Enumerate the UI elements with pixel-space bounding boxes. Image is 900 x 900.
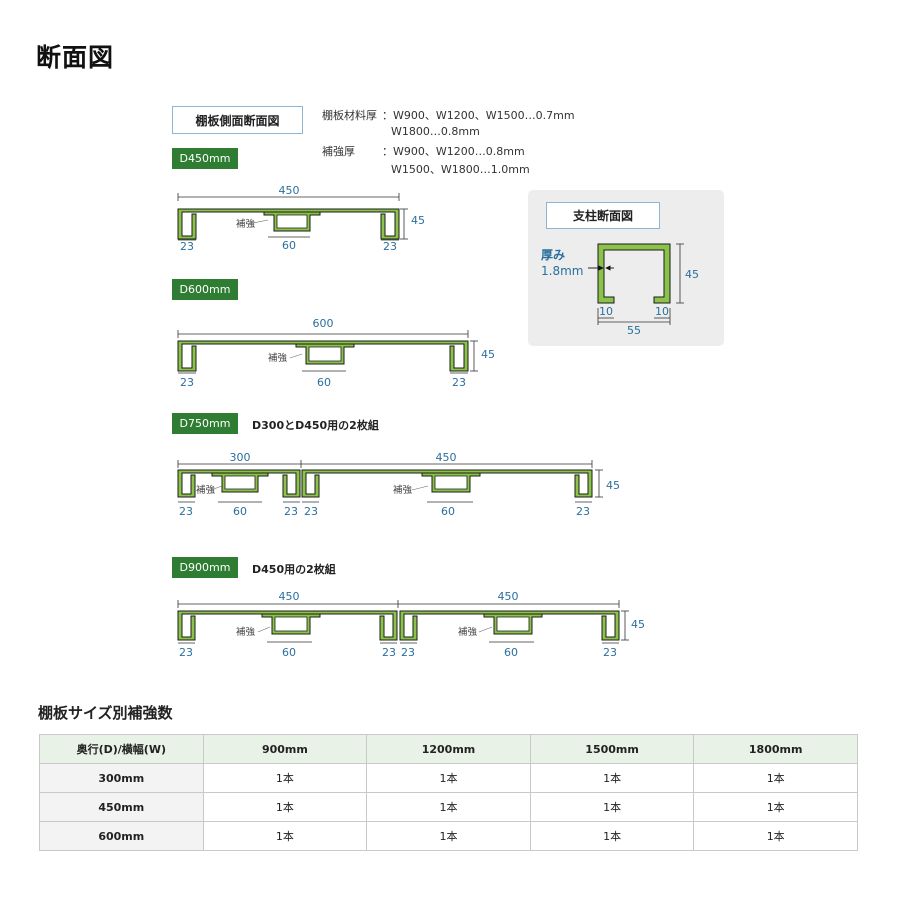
table-row: 600mm 1本 1本 1本 1本 [39,821,858,851]
dim-width-b-d900: 450 [498,590,519,603]
shelf-profile-d600 [177,340,469,372]
table-row: 300mm 1本 1本 1本 1本 [39,763,858,793]
dim-width-d600: 600 [313,317,334,330]
shelf-profile-d750-a [177,469,301,498]
dim-rib-left-d450: 23 [180,240,194,253]
table-header-row: 奥行(D)/横幅(W) 900mm 1200mm 1500mm 1800mm [39,734,858,764]
dim-reinforce-a-d750: 60 [233,505,247,518]
material-thickness-line-2: W1800…0.8mm [391,125,480,138]
post-thickness-value: 1.8mm [541,264,583,278]
dim-width-b-d750: 450 [436,451,457,464]
dim-rib-4-d750: 23 [576,505,590,518]
dim-rib-2-d750: 23 [284,505,298,518]
table-header-cell: 1500mm [529,734,695,764]
profile-d600: 600 45 23 23 60 補強 [177,317,495,389]
row-header: 450mm [39,792,204,822]
shelf-profile-d900-a [177,610,398,641]
dim-rib-right-d450: 23 [383,240,397,253]
table-cell: 1本 [202,792,368,822]
tag-d750: D750mm [172,413,238,434]
dim-width-a-d750: 300 [230,451,251,464]
dim-reinforce-b-d750: 60 [441,505,455,518]
table-header-cell: 1800mm [693,734,858,764]
note-d900: D450用の2枚組 [252,563,336,576]
dim-height-d900: 45 [631,618,645,631]
material-thickness-line-1: ：W900、W1200、W1500…0.7mm [382,109,575,122]
dim-rib-left-d600: 23 [180,376,194,389]
table-cell: 1本 [202,821,368,851]
post-dim-height: 45 [685,268,699,281]
table-header-cell: 900mm [202,734,368,764]
reinforce-thickness-line-2: W1500、W1800…1.0mm [391,163,530,176]
shelf-profile-d450 [177,208,400,240]
table-cell: 1本 [693,821,858,851]
dim-reinforce-b-d900: 60 [504,646,518,659]
post-dim-lip-left: 10 [599,305,613,318]
shelf-section-title: 棚板側面断面図 [172,106,303,134]
profile-d450: 450 45 23 23 60 補強 [177,184,425,253]
reinforce-thickness-line-1: ：W900、W1200…0.8mm [382,145,525,158]
label-reinforce-b-d750: 補強 [393,484,413,496]
dim-rib-2-d900: 23 [382,646,396,659]
material-thickness-label: 棚板材料厚 [322,109,377,122]
post-shape [597,243,671,304]
reinforce-thickness-label: 補強厚 [322,145,355,158]
dim-reinforce-a-d900: 60 [282,646,296,659]
dim-height-d600: 45 [481,348,495,361]
profile-d900: 450 450 45 23 23 23 23 60 60 補強 補強 [177,590,645,659]
table-cell: 1本 [693,763,858,793]
row-header: 300mm [39,763,204,793]
table-cell: 1本 [529,792,695,822]
dim-width-d450: 450 [279,184,300,197]
dim-rib-1-d900: 23 [179,646,193,659]
label-reinforce-d600: 補強 [268,352,288,364]
dim-rib-right-d600: 23 [452,376,466,389]
dim-rib-4-d900: 23 [603,646,617,659]
dim-rib-3-d750: 23 [304,505,318,518]
shelf-profile-d900-b [399,610,620,641]
table-cell: 1本 [693,792,858,822]
dim-height-d450: 45 [411,214,425,227]
post-dim-lip-right: 10 [655,305,669,318]
table-cell: 1本 [529,821,695,851]
label-reinforce-a-d750: 補強 [196,484,216,496]
table-header-cell: 1200mm [366,734,531,764]
dim-width-a-d900: 450 [279,590,300,603]
dim-reinforce-d450: 60 [282,239,296,252]
label-reinforce-d450: 補強 [236,218,256,230]
post-section-title: 支柱断面図 [546,202,660,229]
dim-rib-1-d750: 23 [179,505,193,518]
page-title: 断面図 [36,43,115,72]
tag-d600: D600mm [172,279,238,300]
table-title: 棚板サイズ別補強数 [38,704,173,722]
table-cell: 1本 [366,792,531,822]
label-reinforce-b-d900: 補強 [458,626,478,638]
label-reinforce-a-d900: 補強 [236,626,256,638]
dim-reinforce-d600: 60 [317,376,331,389]
tag-d900: D900mm [172,557,238,578]
table-cell: 1本 [529,763,695,793]
post-dim-width: 55 [627,324,641,337]
table-cell: 1本 [366,821,531,851]
note-d750: D300とD450用の2枚組 [252,419,379,432]
row-header: 600mm [39,821,204,851]
shelf-profile-d750-b [301,469,593,498]
tag-d450: D450mm [172,148,238,169]
table-header-cell: 奥行(D)/横幅(W) [39,734,204,764]
table-cell: 1本 [366,763,531,793]
post-profile: 厚み 1.8mm 45 55 10 10 [541,243,699,337]
reinforce-count-table: 奥行(D)/横幅(W) 900mm 1200mm 1500mm 1800mm 3… [39,734,858,851]
post-thickness-label: 厚み [541,248,565,262]
table-row: 450mm 1本 1本 1本 1本 [39,792,858,822]
table-cell: 1本 [202,763,368,793]
dim-height-d750: 45 [606,479,620,492]
profile-d750: 300 450 45 23 23 23 23 60 60 補強 補強 [177,451,620,518]
cross-section-diagram: 450 45 23 23 60 補強 600 45 23 23 60 補強 [177,184,699,659]
dim-rib-3-d900: 23 [401,646,415,659]
